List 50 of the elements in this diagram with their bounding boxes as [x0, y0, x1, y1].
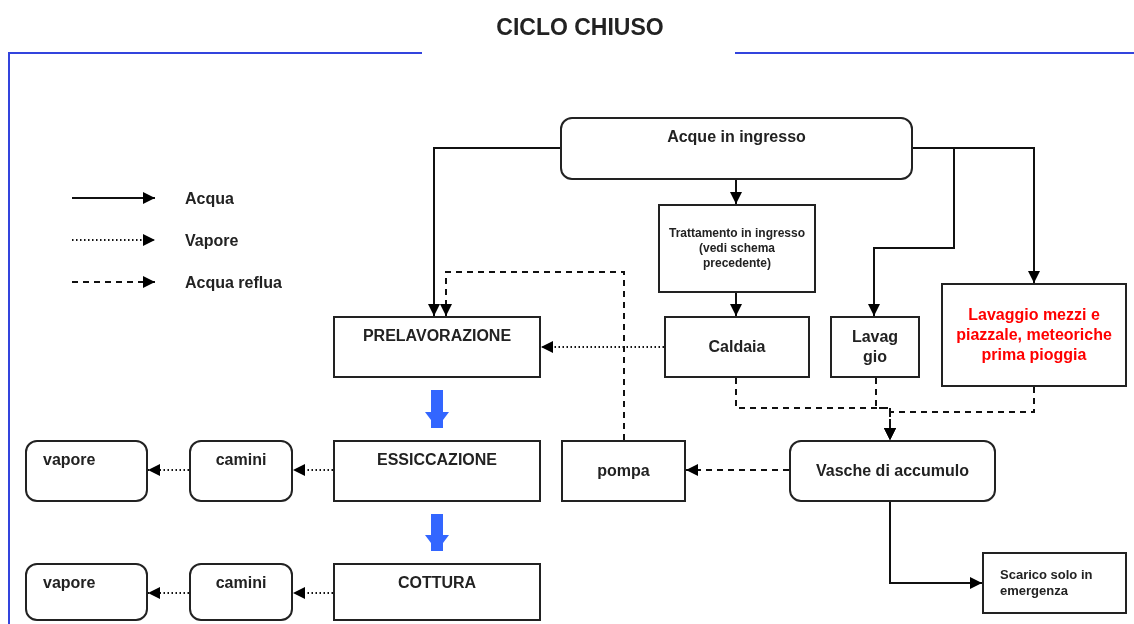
arrow	[730, 292, 742, 317]
node-label: Vasche di accumulo	[816, 461, 969, 481]
block-arrow	[425, 514, 449, 551]
node-label: Caldaia	[708, 337, 766, 357]
arrow	[685, 464, 790, 476]
process-box	[333, 563, 541, 621]
node-label: Lavag gio	[850, 327, 900, 367]
arrow	[912, 147, 1040, 284]
process-box	[664, 316, 810, 378]
output-box	[25, 440, 148, 502]
node-label: Scarico solo in emergenza	[1000, 566, 1094, 600]
process-box	[333, 440, 541, 502]
process-box	[830, 316, 920, 378]
node-label: camini	[215, 450, 267, 470]
process-box	[658, 204, 816, 293]
node-label: pompa	[597, 461, 650, 481]
arrow	[540, 341, 665, 353]
arrow	[147, 587, 190, 599]
output-box	[25, 563, 148, 621]
source-box	[560, 117, 913, 180]
arrow	[889, 501, 983, 589]
arrow	[147, 464, 190, 476]
tank-box	[789, 440, 996, 502]
process-box	[561, 440, 686, 502]
node-label: PRELAVORAZIONE	[362, 326, 512, 346]
arrow	[440, 271, 625, 441]
node-label: Acque in ingresso	[667, 127, 806, 147]
arrow	[884, 386, 1035, 441]
legend-label: Vapore	[185, 231, 239, 251]
output-box	[189, 563, 293, 621]
diagram-title: CICLO CHIUSO	[495, 13, 665, 42]
node-label: Trattamento in ingresso (vedi schema precedente)	[668, 226, 806, 271]
process-box	[982, 552, 1127, 614]
node-label: vapore	[43, 450, 96, 470]
legend-label: Acqua reflua	[185, 273, 282, 293]
node-label: camini	[215, 573, 267, 593]
legend-label: Acqua	[185, 189, 234, 209]
node-label: ESSICCAZIONE	[377, 450, 497, 470]
process-box	[941, 283, 1127, 387]
output-box	[189, 440, 293, 502]
node-label: Lavaggio mezzi e piazzale, meteoriche prima pioggia	[955, 305, 1113, 365]
block-arrow	[425, 390, 449, 428]
arrow	[868, 147, 955, 317]
arrow	[428, 147, 561, 317]
arrow	[292, 587, 334, 599]
node-label: COTTURA	[397, 573, 477, 593]
node-label: vapore	[43, 573, 96, 593]
arrow	[292, 464, 334, 476]
process-box	[333, 316, 541, 378]
arrow	[730, 179, 742, 205]
